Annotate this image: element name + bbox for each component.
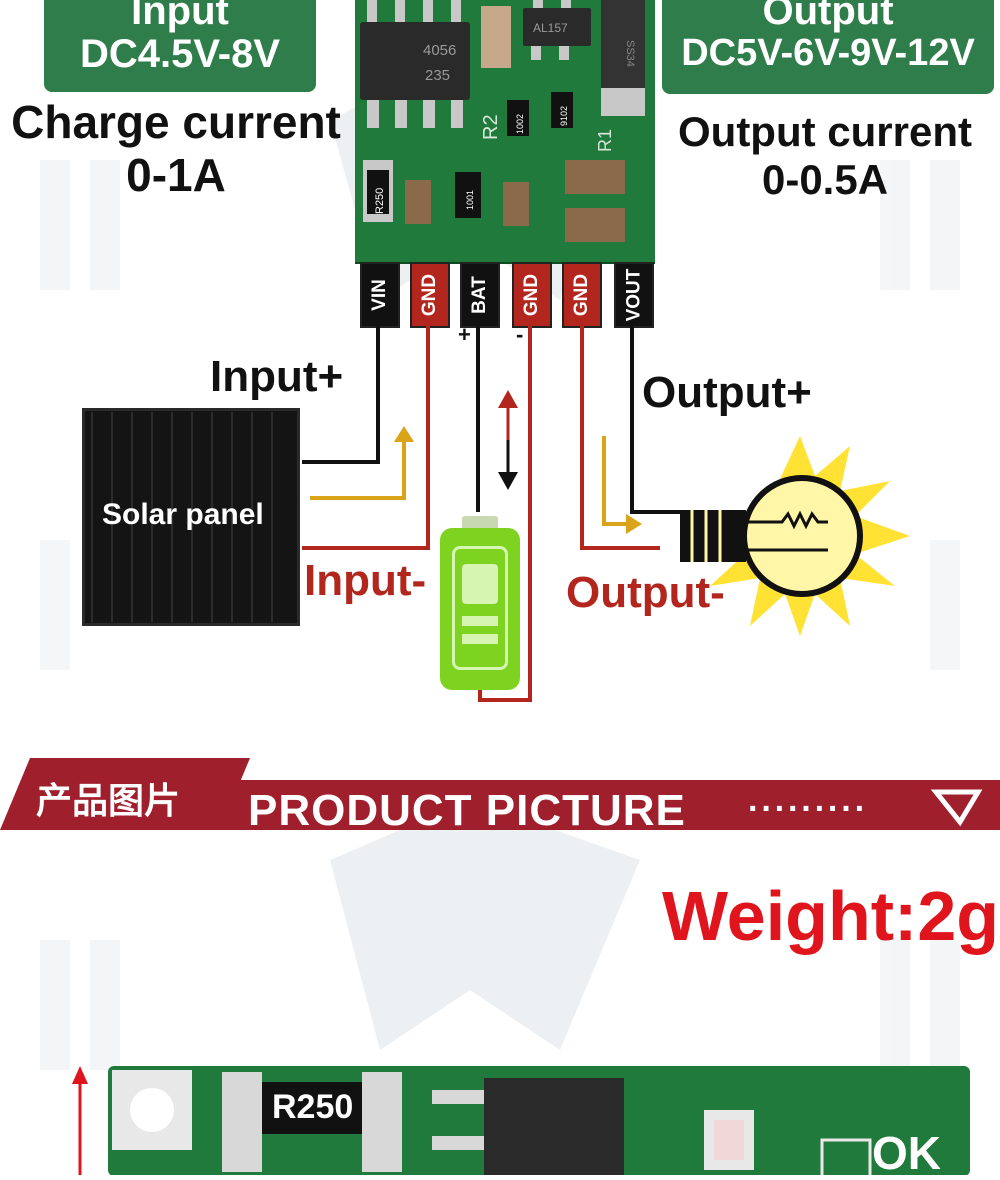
light-bulb-icon bbox=[680, 436, 910, 636]
svg-text:R250: R250 bbox=[374, 188, 386, 214]
input-voltage-tag: Input DC4.5V-8V bbox=[44, 0, 316, 92]
svg-text:R1: R1 bbox=[595, 129, 615, 152]
battery-icon bbox=[440, 516, 520, 690]
banner-dots: ········· bbox=[748, 790, 868, 828]
bottom-ok-label: OK bbox=[872, 1127, 941, 1179]
output-minus-label: Output- bbox=[566, 568, 725, 617]
banner-cn-title: 产品图片 bbox=[36, 780, 181, 821]
svg-text:SS34: SS34 bbox=[624, 40, 636, 67]
charge-current-label: Charge current 0-1A bbox=[11, 96, 341, 201]
product-picture-banner bbox=[0, 758, 1000, 830]
output-tag-title: Output bbox=[762, 0, 894, 33]
output-voltage-tag: Output DC5V-6V-9V-12V bbox=[662, 0, 994, 94]
input-tag-title: Input bbox=[131, 0, 229, 33]
svg-text:1001: 1001 bbox=[465, 190, 475, 210]
input-minus-label: Input- bbox=[304, 556, 427, 605]
svg-text:AL157: AL157 bbox=[533, 21, 568, 35]
bat-minus-sign: - bbox=[516, 322, 524, 347]
solar-panel-label: Solar panel bbox=[102, 498, 264, 531]
svg-text:R2: R2 bbox=[480, 114, 502, 140]
bat-plus-sign: + bbox=[458, 322, 471, 347]
output-current-label: Output current 0-0.5A bbox=[678, 108, 972, 204]
svg-text:1002: 1002 bbox=[515, 114, 525, 134]
weight-label: Weight:2g bbox=[662, 877, 1000, 955]
output-tag-range: DC5V-6V-9V-12V bbox=[681, 32, 975, 75]
svg-text:4056: 4056 bbox=[423, 42, 456, 59]
svg-text:235: 235 bbox=[425, 67, 450, 84]
svg-text:9102: 9102 bbox=[559, 106, 569, 126]
solar-panel-lines bbox=[91, 412, 273, 622]
pcb-components: 4056 235 AL157 SS34 1002 9102 R2 R1 R250… bbox=[360, 0, 645, 242]
bottom-resistor-label: R250 bbox=[272, 1088, 354, 1126]
input-plus-label: Input+ bbox=[210, 352, 344, 401]
wiring-diagram bbox=[302, 326, 680, 702]
banner-en-title: PRODUCT PICTURE bbox=[248, 786, 686, 835]
input-tag-range: DC4.5V-8V bbox=[79, 32, 281, 77]
bottom-pcb-board bbox=[72, 1066, 970, 1175]
pin-vin: VIN bbox=[360, 262, 400, 328]
output-plus-label: Output+ bbox=[642, 368, 812, 417]
